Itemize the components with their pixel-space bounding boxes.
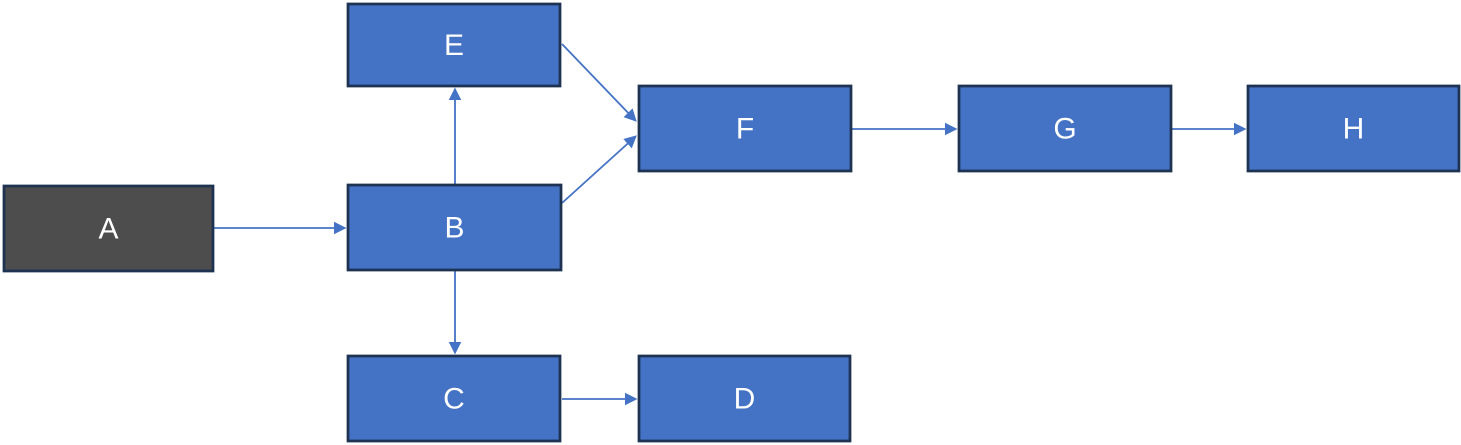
node-g[interactable]: G [957,84,1173,173]
node-e-label: E [444,29,464,62]
node-b[interactable]: B [346,183,563,272]
node-d[interactable]: D [637,354,852,443]
node-g-label: G [1053,113,1076,146]
node-f-label: F [736,113,754,146]
node-h-box[interactable] [1246,84,1461,173]
node-a-label: A [98,213,118,246]
node-g-box[interactable] [957,84,1173,173]
node-a[interactable]: A [2,184,215,273]
node-h[interactable]: H [1246,84,1461,173]
node-c-box[interactable] [346,354,562,443]
node-b-box[interactable] [346,183,563,272]
node-h-label: H [1343,113,1365,146]
node-b-label: B [444,212,464,245]
node-a-box[interactable] [2,184,215,273]
node-f[interactable]: F [637,84,853,173]
node-f-box[interactable] [637,84,853,173]
node-c-label: C [443,383,465,416]
connector-arrow-e-to-f [561,43,637,122]
node-d-label: D [734,383,756,416]
node-e[interactable]: E [346,2,562,88]
node-c[interactable]: C [346,354,562,443]
node-e-box[interactable] [346,2,562,88]
connector-arrow-b-to-f [561,135,637,204]
node-d-box[interactable] [637,354,852,443]
